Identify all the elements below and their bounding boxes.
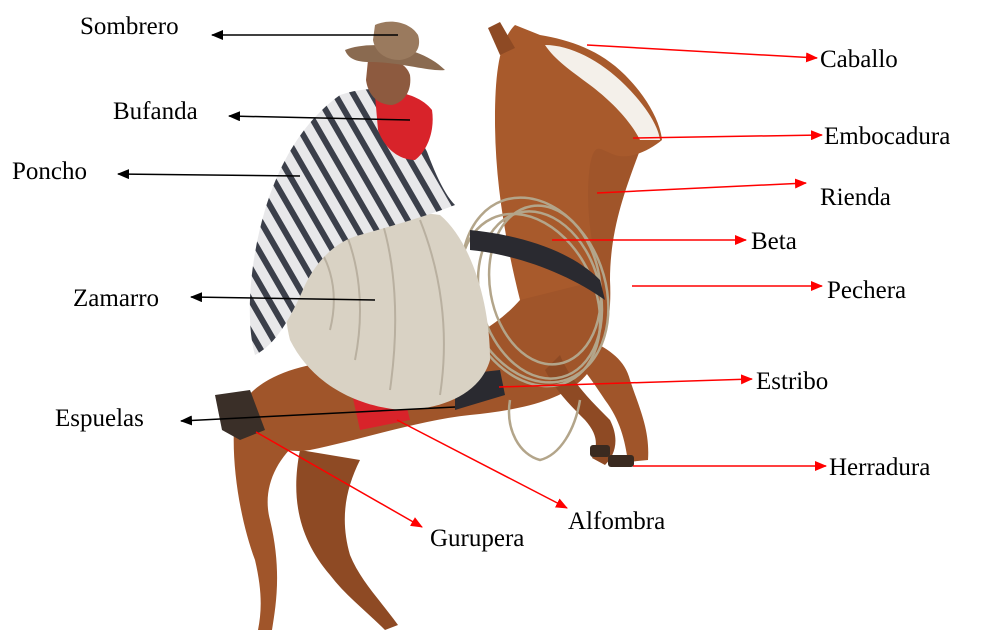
- arrow-alfombra: [396, 419, 568, 509]
- sheepskin-chaps: [284, 209, 490, 410]
- arrow-bufanda: [228, 111, 411, 122]
- horse-blaze: [545, 45, 660, 140]
- arrow-espuelas: [180, 406, 456, 426]
- arrow-rienda: [596, 178, 807, 194]
- label-zamarro: Zamarro: [73, 285, 159, 312]
- right-arrows: [255, 44, 827, 528]
- arrow-caballo: [586, 44, 818, 63]
- rider-boot: [215, 390, 265, 440]
- label-bufanda: Bufanda: [113, 98, 198, 125]
- hat-crown: [373, 21, 420, 60]
- horse-hoof: [608, 455, 634, 467]
- label-sombrero: Sombrero: [80, 13, 179, 40]
- label-beta: Beta: [751, 228, 797, 255]
- label-espuelas: Espuelas: [55, 405, 144, 432]
- labels: Sombrero Bufanda Poncho Zamarro Espuelas…: [12, 13, 950, 552]
- arrow-zamarro: [190, 292, 376, 303]
- label-gurupera: Gurupera: [430, 525, 524, 552]
- breastplate-strap: [470, 230, 605, 300]
- horse-hoof-2: [590, 445, 610, 457]
- arrow-gurupera: [255, 431, 423, 528]
- horse-front-leg: [575, 340, 649, 462]
- label-estribo: Estribo: [756, 368, 828, 395]
- label-pechera: Pechera: [827, 277, 906, 304]
- red-scarf: [375, 92, 433, 160]
- horse-hind-leg: [233, 415, 300, 630]
- arrow-poncho: [117, 169, 301, 180]
- rider-face: [366, 58, 411, 105]
- left-arrows: [117, 30, 456, 426]
- arrow-estribo: [498, 374, 753, 388]
- label-alfombra: Alfombra: [568, 508, 665, 535]
- horse-ear: [488, 22, 515, 55]
- label-caballo: Caballo: [820, 46, 898, 73]
- label-embocadura: Embocadura: [824, 123, 950, 150]
- horse-hind-leg-2: [296, 450, 398, 630]
- arrow-embocadura: [632, 130, 823, 141]
- label-poncho: Poncho: [12, 158, 87, 185]
- horse-and-rider-illustration: [215, 21, 662, 630]
- label-herradura: Herradura: [829, 454, 930, 481]
- label-rienda: Rienda: [820, 184, 891, 211]
